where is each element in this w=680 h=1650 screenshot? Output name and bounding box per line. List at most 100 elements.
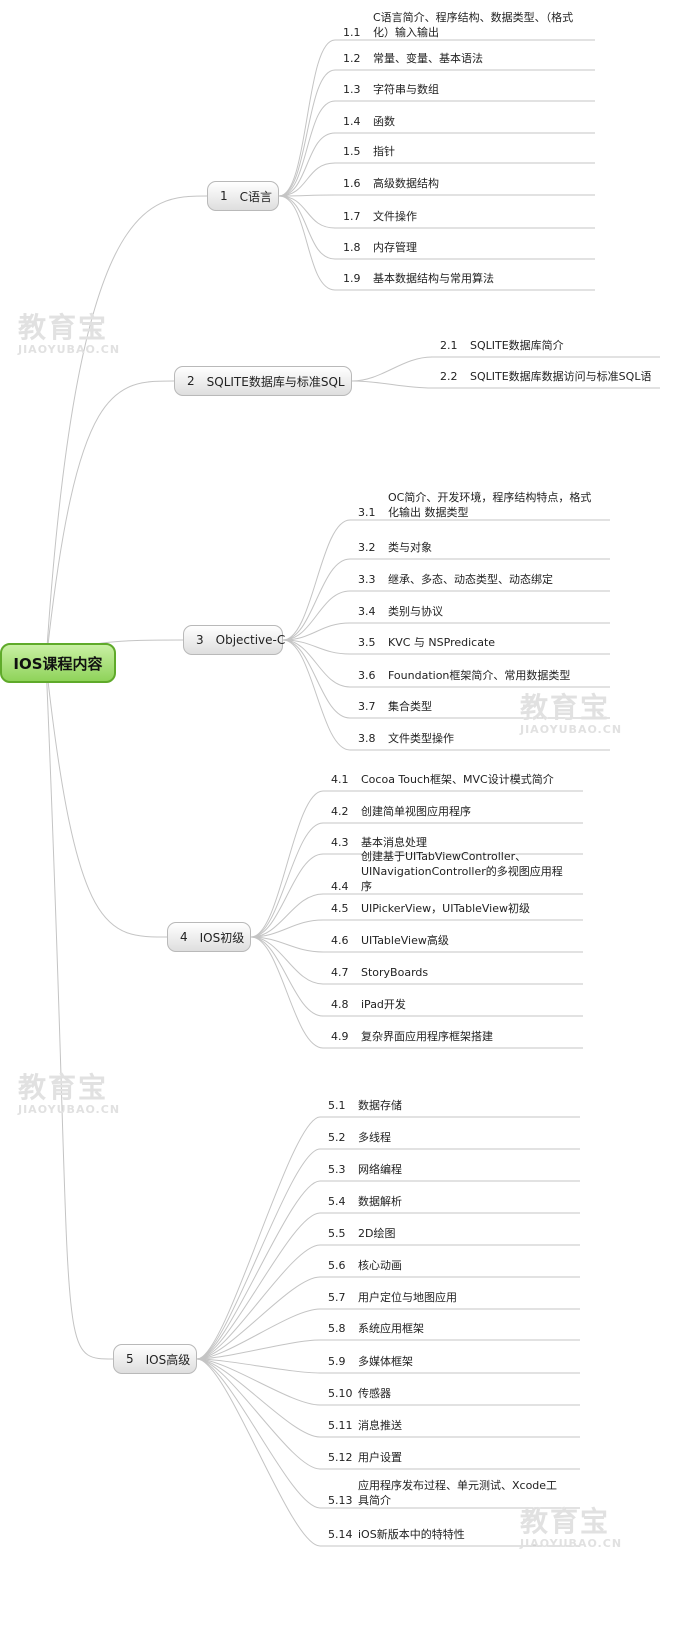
branch-number: 1: [220, 189, 228, 203]
leaf-number: 5.3: [328, 1163, 346, 1176]
branch-node-3[interactable]: 3 Objective-C: [183, 625, 286, 655]
leaf-label: 多线程: [358, 1131, 391, 1144]
leaf-label: iPad开发: [361, 998, 406, 1011]
connector-line: [250, 893, 324, 938]
leaf-number: 4.7: [331, 966, 349, 979]
connector-line: [196, 1244, 321, 1360]
leaf-number: 4.6: [331, 934, 349, 947]
leaf-number: 1.5: [343, 145, 361, 158]
branch-node-4[interactable]: 4 IOS初级: [167, 922, 251, 952]
watermark: 教育宝 JIAOYUBAO.CN: [520, 1507, 622, 1551]
leaf-label: 创建简单视图应用程序: [361, 805, 471, 818]
branch-number: 3: [196, 633, 204, 647]
root-node[interactable]: IOS课程内容: [0, 643, 116, 683]
connector-line: [196, 1358, 321, 1374]
leaf-label: 应用程序发布过程、单元测试、Xcode工具简介: [358, 1479, 558, 1507]
branch-label: IOS初级: [199, 930, 245, 945]
connector-line: [278, 39, 336, 197]
leaf-label: 继承、多态、动态类型、动态绑定: [388, 573, 553, 586]
leaf-number: 5.5: [328, 1227, 346, 1240]
leaf-number: 3.6: [358, 669, 376, 682]
leaf-item-5.10[interactable]: 5.10 传感器: [328, 1386, 568, 1402]
connector-line: [196, 1276, 321, 1360]
connector-line: [351, 380, 433, 389]
leaf-number: 3.4: [358, 605, 376, 618]
leaf-label: 类别与协议: [388, 605, 443, 618]
connector-line: [250, 936, 324, 985]
leaf-item-5.2[interactable]: 5.2 多线程: [328, 1130, 568, 1146]
connector-line: [196, 1358, 321, 1470]
connector-line: [282, 639, 351, 655]
leaf-label: 传感器: [358, 1387, 391, 1400]
leaf-label: SQLITE数据库数据访问与标准SQL语: [470, 370, 652, 383]
leaf-number: 3.2: [358, 541, 376, 554]
leaf-number: 5.2: [328, 1131, 346, 1144]
leaf-item-3.4[interactable]: 3.4 类别与协议: [358, 604, 598, 620]
leaf-number: 5.12: [328, 1451, 353, 1464]
connector-line: [282, 590, 351, 641]
leaf-number: 3.7: [358, 700, 376, 713]
leaf-item-3.3[interactable]: 3.3 继承、多态、动态类型、动态绑定: [358, 572, 598, 588]
leaf-label: 多媒体框架: [358, 1355, 413, 1368]
connector-line: [196, 1358, 321, 1438]
leaf-label: Foundation框架简介、常用数据类型: [388, 669, 571, 682]
watermark: 教育宝 JIAOYUBAO.CN: [520, 693, 622, 737]
leaf-label: OC简介、开发环境，程序结构特点，格式化输出 数据类型: [388, 491, 592, 519]
connector-line: [45, 662, 114, 1360]
watermark-url: JIAOYUBAO.CN: [18, 343, 121, 356]
watermark: 教育宝 JIAOYUBAO.CN: [18, 1073, 120, 1117]
leaf-number: 3.3: [358, 573, 376, 586]
connector-line: [196, 1358, 321, 1406]
leaf-label: 文件类型操作: [388, 732, 454, 745]
leaf-item-3.6[interactable]: 3.6 Foundation框架简介、常用数据类型: [358, 668, 598, 684]
branch-number: 4: [180, 930, 188, 944]
branch-label: Objective-C: [215, 633, 286, 647]
leaf-label: 常量、变量、基本语法: [373, 52, 483, 65]
connector-line: [282, 639, 351, 688]
leaf-label: 系统应用框架: [358, 1322, 424, 1335]
leaf-number: 5.10: [328, 1387, 353, 1400]
leaf-number: 3.5: [358, 636, 376, 649]
